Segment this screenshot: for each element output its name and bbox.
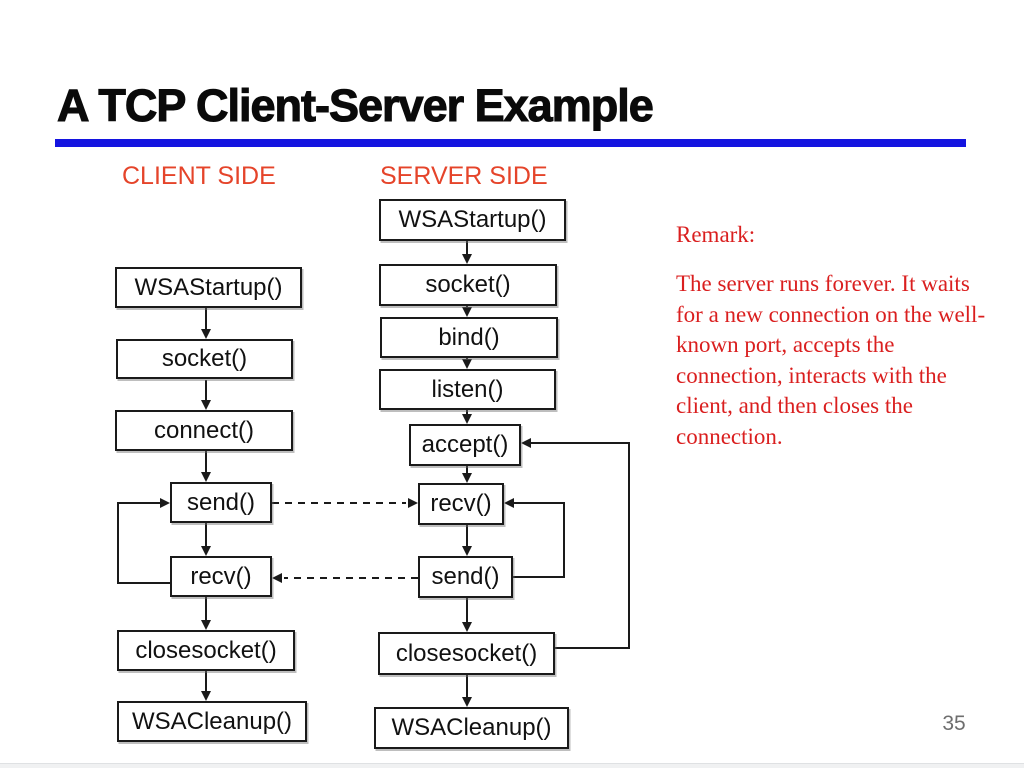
- title-underline-rule: [55, 139, 966, 147]
- arrow-client-loop-recv-send: [117, 498, 170, 584]
- arrow-client-recv-closesocket: [201, 597, 211, 630]
- arrow-server-wsastartup-socket: [462, 241, 472, 264]
- arrow-server-listen-accept: [462, 410, 472, 424]
- arrow-client-send-recv: [201, 523, 211, 556]
- arrow-server-recv-send: [462, 525, 472, 556]
- server-box-listen: listen(): [379, 369, 556, 410]
- arrow-client-closesocket-wsacleanup: [201, 671, 211, 701]
- arrow-server-loop-closesocket-accept: [521, 438, 630, 649]
- client-box-wsastartup: WSAStartup(): [115, 267, 302, 308]
- remark-block: Remark: The server runs forever. It wait…: [676, 222, 988, 452]
- arrow-server-accept-recv: [462, 466, 472, 483]
- arrow-client-socket-connect: [201, 380, 211, 410]
- server-side-header: SERVER SIDE: [380, 162, 548, 190]
- client-side-header: CLIENT SIDE: [122, 162, 276, 190]
- arrow-dashed-client-send-to-server-recv: [272, 498, 418, 508]
- remark-heading: Remark:: [676, 222, 756, 247]
- client-box-socket: socket(): [116, 339, 293, 379]
- arrow-server-loop-send-recv: [504, 498, 565, 578]
- arrow-server-bind-listen: [462, 358, 472, 369]
- server-box-send: send(): [418, 556, 513, 598]
- bottom-edge-strip: [0, 763, 1024, 768]
- server-box-recv: recv(): [418, 483, 504, 525]
- page-number: 35: [942, 712, 966, 735]
- client-box-closesocket: closesocket(): [117, 630, 295, 671]
- client-box-connect: connect(): [115, 410, 293, 451]
- arrow-server-socket-bind: [462, 306, 472, 317]
- client-box-send: send(): [170, 482, 272, 523]
- server-box-closesocket: closesocket(): [378, 632, 555, 675]
- server-box-accept: accept(): [409, 424, 521, 466]
- server-box-socket: socket(): [379, 264, 557, 306]
- client-box-wsacleanup: WSACleanup(): [117, 701, 307, 742]
- server-box-bind: bind(): [380, 317, 558, 358]
- remark-body: The server runs forever. It waits for a …: [676, 271, 986, 449]
- arrow-server-send-closesocket: [462, 598, 472, 632]
- arrow-server-closesocket-wsacleanup: [462, 675, 472, 707]
- arrow-client-wsastartup-socket: [201, 308, 211, 339]
- arrow-client-connect-send: [201, 451, 211, 482]
- arrow-dashed-server-send-to-client-recv: [272, 573, 418, 583]
- server-box-wsastartup: WSAStartup(): [379, 199, 566, 241]
- slide-title: A TCP Client-Server Example: [56, 79, 654, 131]
- client-box-recv: recv(): [170, 556, 272, 597]
- server-box-wsacleanup: WSACleanup(): [374, 707, 569, 749]
